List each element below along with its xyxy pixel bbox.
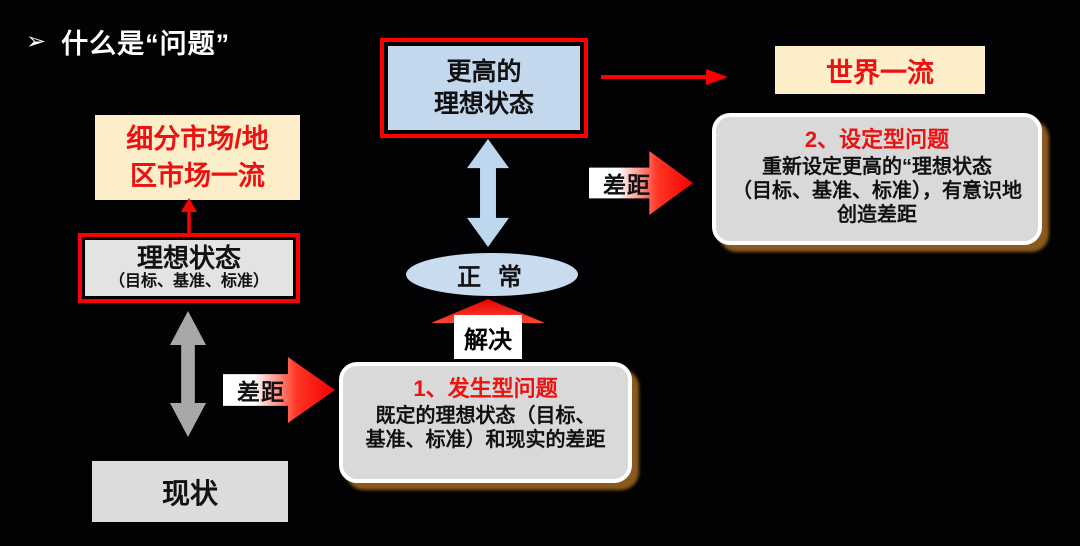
gap-arrow-left-label: 差距 — [237, 379, 285, 405]
problem1-heading: 1、发生型问题 — [413, 376, 558, 401]
higher-ideal-line2: 理想状态 — [433, 90, 534, 118]
arrow-bullet-icon: ➢ — [26, 28, 48, 55]
world-class-box: 世界一流 — [775, 46, 985, 94]
segment-market-line2: 区市场一流 — [130, 160, 265, 191]
double-arrow-vertical-blue-icon — [467, 139, 509, 247]
solve-arrow-label: 解决 — [454, 315, 522, 359]
segment-market-box: 细分市场/地 区市场一流 — [95, 115, 300, 200]
current-state-box: 现状 — [92, 461, 288, 522]
normal-ellipse-label: 正 常 — [457, 264, 527, 291]
problem2-line2: （目标、基准、标准），有意识地 — [732, 179, 1022, 202]
ideal-state-title: 理想状态 — [136, 242, 241, 273]
page-title-text: 什么是“问题” — [61, 29, 231, 59]
problem1-line2: 基准、标准）和现实的差距 — [365, 428, 606, 451]
segment-market-line1: 细分市场/地 — [126, 124, 269, 155]
problem2-heading: 2、设定型问题 — [804, 127, 950, 152]
gap-arrow-right-label: 差距 — [603, 172, 651, 198]
problem1-line1: 既定的理想状态（目标、 — [375, 404, 596, 427]
current-state-label: 现状 — [161, 477, 218, 509]
higher-ideal-box: 更高的 理想状态 — [380, 38, 588, 138]
solve-arrow: 解决 — [431, 299, 545, 359]
higher-ideal-line1: 更高的 — [446, 57, 522, 86]
ideal-state-subtitle: （目标、基准、标准） — [108, 273, 269, 291]
problem2-line1: 重新设定更高的“理想状态 — [762, 155, 992, 178]
red-arrow-up-icon — [181, 198, 197, 236]
problem2-box: 2、设定型问题 重新设定更高的“理想状态 （目标、基准、标准），有意识地 创造差… — [712, 113, 1042, 245]
gap-arrow-right: 差距 — [589, 151, 693, 215]
ideal-state-box: 理想状态 （目标、基准、标准） — [78, 233, 300, 303]
problem2-line3: 创造差距 — [837, 204, 917, 227]
page-title: ➢ 什么是“问题” — [26, 22, 230, 61]
normal-ellipse: 正 常 — [406, 253, 578, 296]
gap-arrow-left: 差距 — [223, 357, 335, 423]
red-arrow-right-icon — [601, 69, 728, 85]
double-arrow-vertical-gray-icon — [170, 311, 206, 437]
world-class-label: 世界一流 — [826, 57, 934, 88]
problem1-box: 1、发生型问题 既定的理想状态（目标、 基准、标准）和现实的差距 — [339, 362, 632, 483]
